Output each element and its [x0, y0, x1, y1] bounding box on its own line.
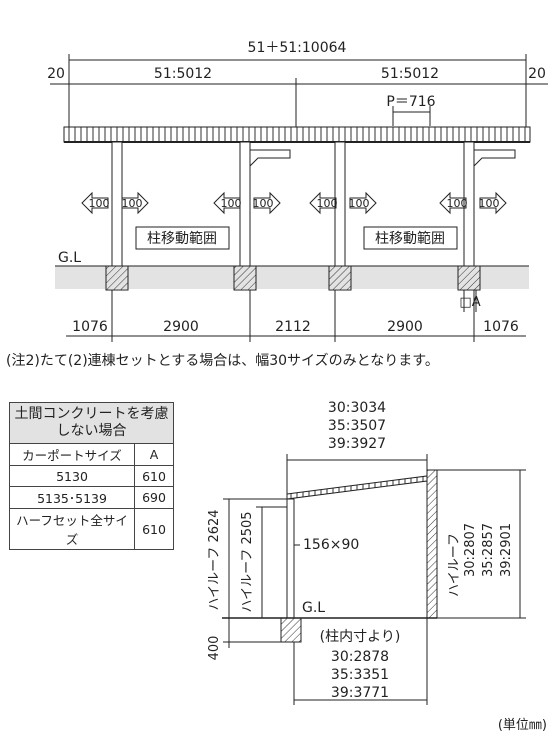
- cell-a: 610: [134, 508, 174, 550]
- edge-right: 20: [528, 66, 546, 82]
- front-elevation: [50, 54, 548, 342]
- col-size-header: カーポートサイズ: [9, 443, 135, 466]
- right-dim: 30:2807: [463, 523, 478, 577]
- top-dim: 35:3507: [328, 418, 386, 434]
- table-row: 5135･5139 690: [9, 486, 174, 509]
- top-dim: 39:3927: [328, 436, 386, 452]
- arrow-label: 100: [253, 197, 274, 210]
- edge-left: 20: [47, 66, 65, 82]
- pitch-label: P＝716: [386, 94, 435, 110]
- side-bottom-dim: 39:3771: [331, 685, 389, 701]
- table-header: 土間コンクリートを考慮しない場合: [9, 402, 174, 444]
- a-mark: □A: [459, 295, 480, 310]
- side-elevation: [222, 454, 526, 705]
- half-right: 51:5012: [381, 66, 439, 82]
- side-gl-label: G.L: [302, 600, 325, 616]
- cell-size: 5135･5139: [9, 486, 135, 509]
- high-roof-2505: ハイルーフ 2505: [240, 511, 255, 612]
- bottom-caption: (柱内寸より): [320, 629, 401, 645]
- post-range-right: 柱移動範囲: [375, 230, 445, 247]
- high-roof-2624: ハイルーフ 2624: [207, 509, 222, 610]
- post-range-left: 柱移動範囲: [147, 230, 217, 247]
- right-dim: 39:2901: [499, 523, 514, 577]
- gl-label: G.L: [58, 250, 81, 266]
- side-top-dims: 30:3034 35:3507 39:3927: [328, 400, 386, 452]
- side-bottom-dim: 30:2878: [331, 649, 389, 665]
- side-bottom-dim: 35:3351: [331, 667, 389, 683]
- half-left: 51:5012: [154, 66, 212, 82]
- arrow-label: 100: [221, 197, 242, 210]
- cell-a: 610: [134, 465, 174, 487]
- total-width: 51＋51:10064: [248, 40, 347, 56]
- top-dim: 30:3034: [328, 400, 386, 416]
- spec-table: 土間コンクリートを考慮しない場合 カーポートサイズ A 5130 610 513…: [9, 402, 174, 550]
- arrow-label: 100: [479, 197, 500, 210]
- bottom-dim: 1076: [483, 319, 519, 335]
- depth-400: 400: [207, 636, 222, 661]
- table-row: ハーフセット全サイズ 610: [9, 508, 174, 550]
- arrow-label: 100: [122, 197, 143, 210]
- unit-label: (単位㎜): [497, 718, 547, 733]
- table-row: 5130 610: [9, 465, 174, 487]
- note-text: (注2)たて(2)連棟セットとする場合は、幅30サイズのみとなります。: [6, 353, 439, 369]
- arrow-label: 100: [317, 197, 338, 210]
- arrow-label: 100: [447, 197, 468, 210]
- arrow-label: 100: [349, 197, 370, 210]
- cell-size: ハーフセット全サイズ: [9, 508, 135, 550]
- cell-size: 5130: [9, 465, 135, 487]
- col-a-header: A: [134, 443, 174, 466]
- bottom-dim: 1076: [72, 319, 108, 335]
- right-high-roof: ハイルーフ: [447, 533, 462, 597]
- arrow-label: 100: [89, 197, 110, 210]
- post-size: 156×90: [303, 537, 359, 553]
- bottom-dim: 2900: [387, 319, 423, 335]
- bottom-dim: 2112: [275, 319, 311, 335]
- bottom-dim: 2900: [163, 319, 199, 335]
- right-dim: 35:2857: [481, 523, 496, 577]
- cell-a: 690: [134, 486, 174, 509]
